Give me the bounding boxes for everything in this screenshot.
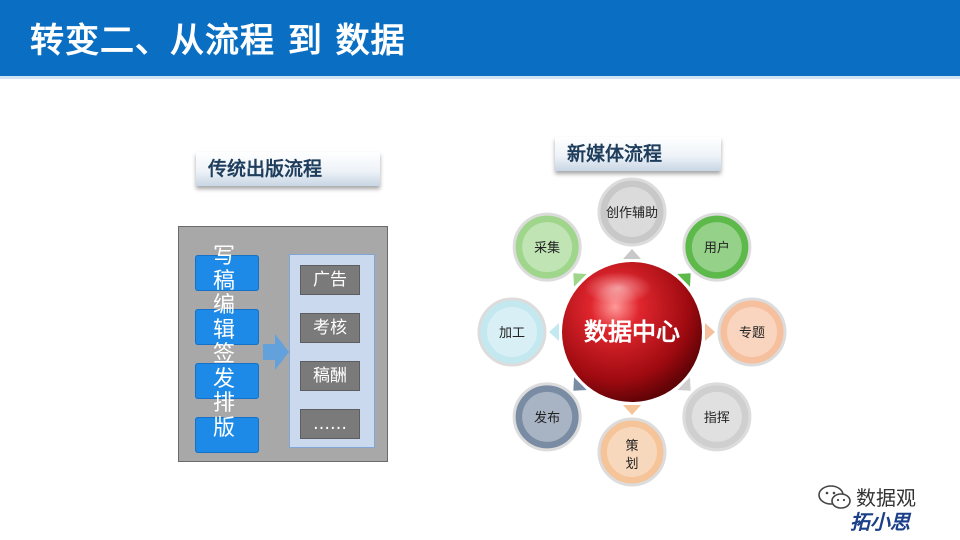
arrow-head-icon (549, 323, 559, 341)
node-label: 发布 (534, 410, 560, 426)
node-label: 专题 (739, 326, 765, 341)
new-media-process-label: 新媒体流程 (555, 137, 721, 171)
list-item: 广告 (300, 265, 360, 295)
wechat-icon (818, 485, 851, 509)
satellite-node: 发布 (512, 382, 582, 452)
node-circle (512, 382, 582, 452)
list-item: …… (300, 409, 360, 439)
data-center-label: 数据中心 (584, 318, 680, 346)
node-inner (607, 187, 657, 237)
satellite-node: 加工 (477, 297, 547, 367)
header-bar: 转变二、从流程 到 数据 (0, 0, 960, 76)
step-block (195, 255, 259, 291)
node-inner (522, 222, 573, 273)
arrow-head-icon (623, 405, 641, 415)
step-block (195, 363, 259, 399)
connector-arrows (549, 249, 715, 415)
step-block (195, 417, 259, 453)
satellite-node: 创作辅助 (597, 177, 667, 247)
arrow-head-icon (623, 249, 641, 259)
arrow-head-icon (677, 273, 691, 287)
node-label: 划 (625, 457, 638, 472)
node-circle (682, 382, 752, 452)
arrow-head-icon (573, 377, 587, 391)
traditional-process-label: 传统出版流程 (196, 152, 380, 186)
node-inner (522, 391, 573, 442)
steps-vertical-text: 写稿编辑签发排版 (212, 244, 235, 441)
node-circle (597, 417, 667, 487)
satellite-node: 策划 (597, 417, 667, 487)
node-circle (477, 297, 547, 367)
sphere-highlight (584, 272, 652, 304)
node-inner (487, 307, 537, 357)
list-item: 稿酬 (300, 361, 360, 391)
satellite-node: 用户 (682, 212, 752, 282)
items-panel: 广告 考核 稿酬 …… (289, 254, 375, 448)
traditional-process-box: 写稿编辑签发排版 广告 考核 稿酬 …… (178, 226, 388, 462)
node-inner (607, 427, 657, 477)
brand-name: 数据观 (856, 486, 916, 510)
page-title: 转变二、从流程 到 数据 (30, 21, 406, 61)
node-label: 创作辅助 (606, 206, 658, 221)
node-circle (682, 212, 752, 282)
node-label: 加工 (499, 326, 525, 341)
arrow-head-icon (573, 273, 587, 287)
satellite-node: 采集 (512, 212, 582, 282)
node-label: 指挥 (704, 411, 730, 426)
arrow-head-icon (705, 323, 715, 341)
satellite-node: 指挥 (682, 382, 752, 452)
node-inner (691, 391, 742, 442)
header-divider (0, 76, 960, 79)
node-inner (727, 307, 777, 357)
node-label: 用户 (704, 240, 730, 256)
node-circle (717, 297, 787, 367)
data-center-diagram: 创作辅助用户专题指挥策划发布加工采集 数据中心 (450, 170, 790, 500)
node-circle (512, 212, 582, 282)
list-item: 考核 (300, 313, 360, 343)
satellite-node: 专题 (717, 297, 787, 367)
arrow-head-icon (677, 377, 691, 391)
brand-watermark: 数据观 拓小思 (808, 480, 948, 534)
node-inner (691, 222, 742, 273)
node-label: 策 (625, 438, 638, 454)
step-block (195, 309, 259, 345)
node-circle (597, 177, 667, 247)
brand-script: 拓小思 (850, 510, 910, 534)
arrow-right-icon (263, 334, 289, 370)
node-label: 采集 (534, 240, 560, 256)
